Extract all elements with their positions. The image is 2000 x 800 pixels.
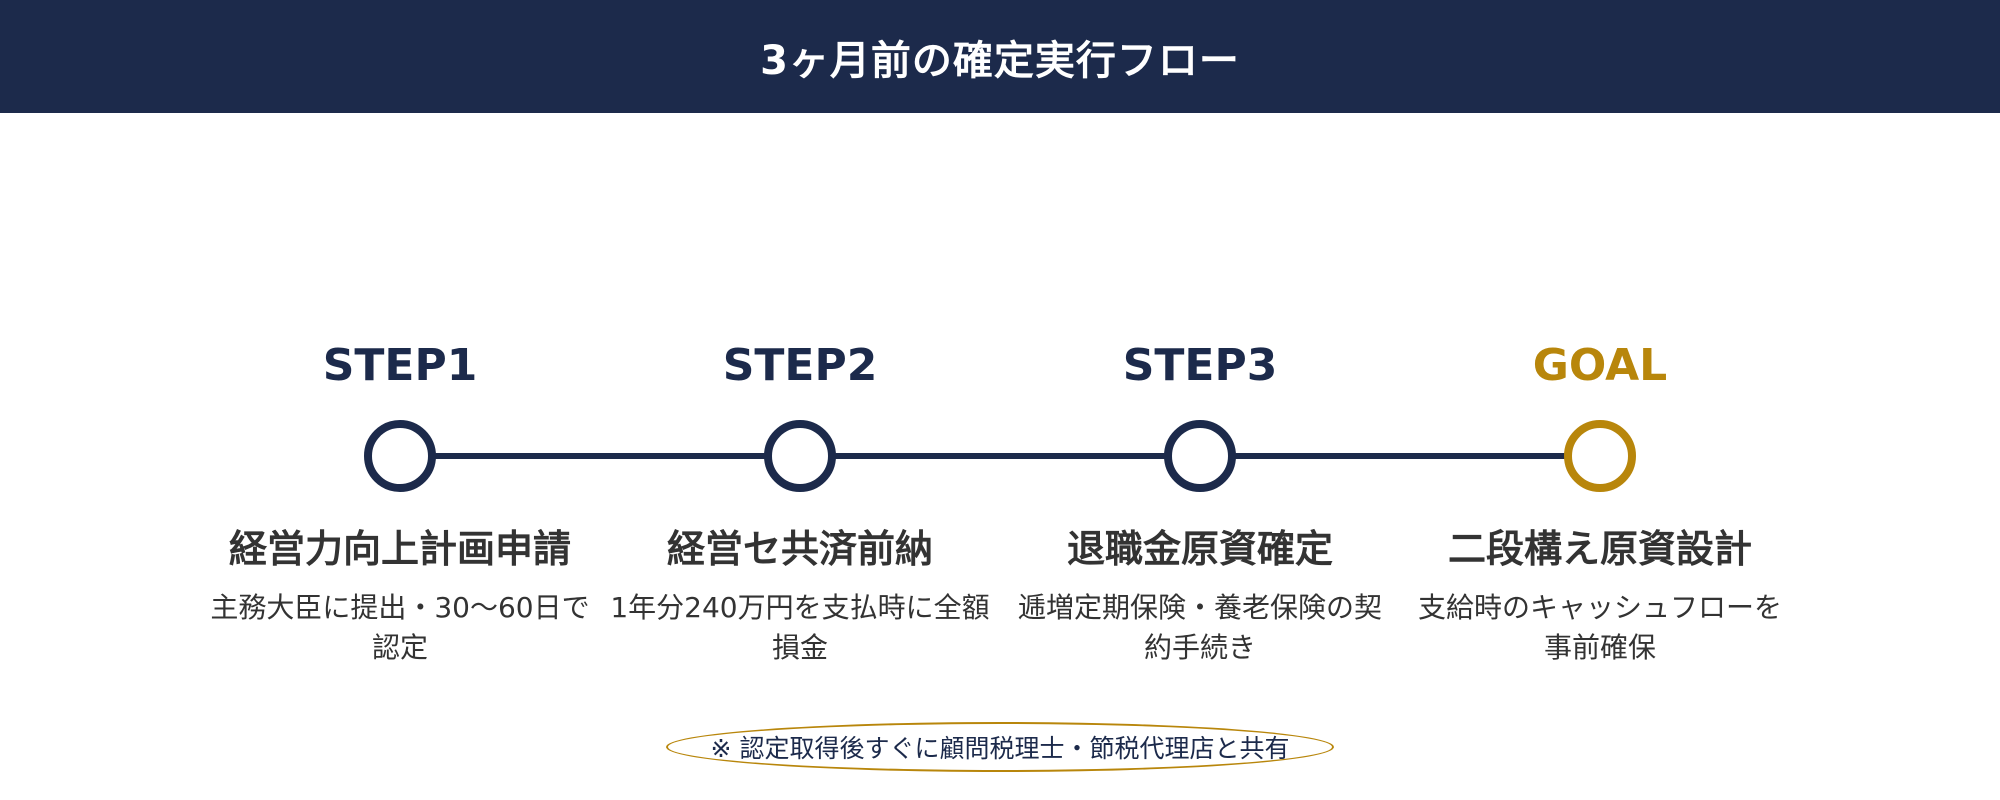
step-1-description: 主務大臣に提出・30〜60日で認定: [210, 591, 590, 664]
step-1-label: STEP1: [322, 340, 478, 391]
step-2-title: 経営セ共済前納: [666, 527, 933, 571]
step-2-label: STEP2: [722, 340, 878, 391]
step-2: STEP2 経営セ共済前納 1年分240万円を支払時に全額損金: [610, 0, 990, 800]
header-bar: 3ヶ月前の確定実行フロー: [0, 0, 2000, 113]
step-3-description: 逓増定期保険・養老保険の契約手続き: [1017, 591, 1382, 664]
goal-description: 支給時のキャッシュフローを事前確保: [1417, 591, 1782, 664]
step-2-node: [764, 420, 836, 492]
timeline-line: [400, 453, 1600, 459]
step-1: STEP1 経営力向上計画申請 主務大臣に提出・30〜60日で認定: [210, 0, 590, 800]
step-3-title: 退職金原資確定: [1066, 527, 1333, 571]
step-3-label: STEP3: [1122, 340, 1278, 391]
step-goal: GOAL 二段構え原資設計 支給時のキャッシュフローを事前確保: [1410, 0, 1790, 800]
page-title: 3ヶ月前の確定実行フロー: [760, 37, 1240, 84]
step-1-node: [364, 420, 436, 492]
step-3: STEP3 退職金原資確定 逓増定期保険・養老保険の契約手続き: [1010, 0, 1390, 800]
step-3-node: [1164, 420, 1236, 492]
step-1-title: 経営力向上計画申請: [228, 527, 571, 571]
footnote-badge: ※ 認定取得後すぐに顧問税理士・節税代理店と共有: [666, 722, 1334, 772]
goal-title: 二段構え原資設計: [1447, 527, 1752, 571]
goal-node: [1564, 420, 1636, 492]
goal-label: GOAL: [1532, 340, 1668, 391]
step-2-description: 1年分240万円を支払時に全額損金: [610, 591, 990, 664]
